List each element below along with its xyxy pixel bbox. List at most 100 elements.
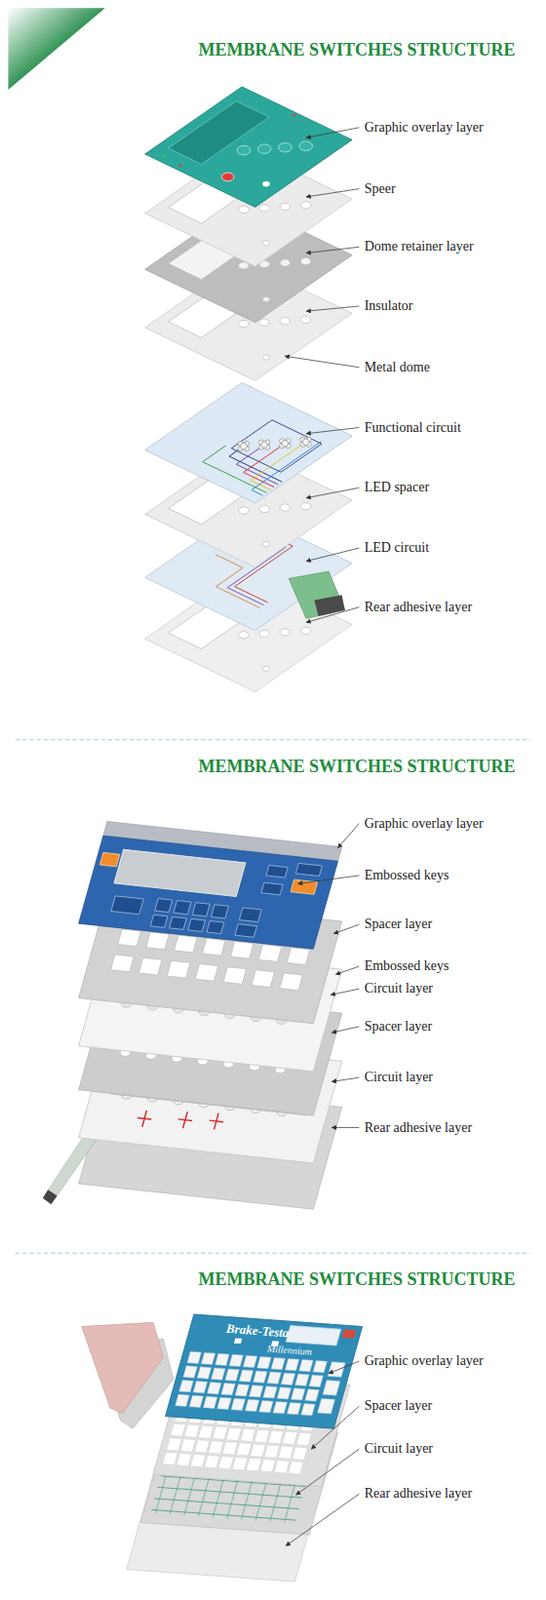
layer-label: Embossed keys <box>364 959 450 975</box>
overlay-key <box>278 142 293 153</box>
key-hole <box>279 316 290 324</box>
dome-center <box>240 442 248 450</box>
spacer-cutout <box>185 1425 199 1438</box>
key-cap <box>322 1380 341 1397</box>
key-hole <box>300 626 311 634</box>
key-cap <box>179 1379 194 1392</box>
illustration <box>42 86 363 1582</box>
leader-line <box>333 924 359 934</box>
display-window <box>114 849 246 897</box>
circuit-trace <box>154 1498 300 1510</box>
leader-line <box>306 428 359 434</box>
key-cap <box>244 1399 259 1411</box>
key-cap <box>225 1368 239 1381</box>
embossed-key <box>173 900 192 915</box>
key-cap <box>206 1382 221 1395</box>
key-hole <box>279 504 290 511</box>
overlay-hole <box>262 181 270 187</box>
hole <box>262 542 270 547</box>
resistor-mark <box>137 1118 152 1121</box>
key-hole <box>300 315 311 323</box>
overlay-key <box>257 144 272 155</box>
spacer-cutout <box>166 960 191 978</box>
key-cap <box>221 1383 235 1396</box>
key-hole <box>238 319 249 327</box>
spacer-cutout <box>230 940 254 959</box>
overlay-key <box>299 141 313 152</box>
key-cap <box>263 1386 277 1399</box>
spacer-cutout <box>258 944 282 963</box>
key-hole <box>279 628 290 636</box>
spacer-cutout <box>265 1444 279 1457</box>
embossed-key <box>266 864 288 878</box>
layer-label: Metal dome <box>364 359 430 375</box>
spacer-cutout <box>170 1423 185 1436</box>
key-cap <box>187 1351 201 1364</box>
layer-label: Speer <box>364 181 396 196</box>
key-hole <box>300 201 311 209</box>
flex-tail <box>288 571 346 619</box>
display-window <box>168 101 271 165</box>
key-cap <box>234 1384 249 1397</box>
spacer-cutout <box>233 1457 247 1470</box>
layer-label: Graphic overlay layer <box>364 1354 484 1369</box>
spacer-cutout <box>177 1453 192 1466</box>
leader-lines <box>284 127 359 1547</box>
embossed-key <box>150 914 168 928</box>
spacer-cutout <box>279 973 304 991</box>
key-cap <box>189 1395 203 1407</box>
spacer-cutout <box>223 1442 237 1454</box>
circuit-trace <box>151 1509 297 1521</box>
circuit-trace <box>251 441 322 496</box>
embossed-key <box>99 852 119 866</box>
embossed-key <box>192 902 210 917</box>
leader-line <box>306 306 359 312</box>
key-cap <box>301 1403 315 1415</box>
led-dot <box>179 164 183 167</box>
spacer-cutout <box>292 1446 307 1459</box>
layer-label: Circuit layer <box>364 981 433 997</box>
circuit-trace <box>250 441 307 490</box>
section-heading: MEMBRANE SWITCHES STRUCTURE <box>198 1270 516 1290</box>
key-cap <box>253 1370 268 1383</box>
key-cap <box>317 1398 336 1414</box>
corner-triangle <box>7 7 105 90</box>
spacer-cutout <box>251 970 275 988</box>
red-button <box>221 172 234 182</box>
layer-label: LED spacer <box>364 480 429 496</box>
key-cap <box>242 1355 257 1367</box>
key-cap <box>271 1357 285 1369</box>
key-hole <box>238 631 249 639</box>
key-hole <box>238 507 249 514</box>
key-cap <box>202 1396 217 1408</box>
leader-line <box>311 1405 359 1449</box>
layer-label: Embossed keys <box>364 867 450 883</box>
layer-label: LED circuit <box>364 540 429 555</box>
leader-line <box>306 127 359 138</box>
leader-line <box>284 355 359 368</box>
spacer-cutout <box>286 947 311 966</box>
key-cap <box>229 1354 243 1366</box>
spacer-cutout <box>296 1433 311 1445</box>
spacer-cutout <box>181 1439 195 1451</box>
overlay-key <box>236 145 251 156</box>
metal-dome <box>237 441 249 452</box>
dome-center <box>281 439 289 447</box>
key-hole <box>300 503 311 510</box>
key-cap <box>276 1387 291 1400</box>
key-cap <box>257 1356 272 1368</box>
embossed-key <box>234 924 258 938</box>
flex-tail <box>81 1322 164 1413</box>
layer-label: Dome retainer layer <box>364 239 474 255</box>
key-cap <box>309 1374 323 1387</box>
embossed-key <box>295 862 322 876</box>
spacer-cutout <box>246 1458 262 1471</box>
key-hole <box>238 205 249 213</box>
key-cap <box>175 1394 190 1406</box>
key-cap <box>284 1358 299 1370</box>
key-cap <box>238 1369 253 1382</box>
key-cap <box>286 1402 301 1414</box>
embossed-key <box>210 904 229 919</box>
spacer-cutout <box>174 935 198 953</box>
spacer-cutout <box>204 1455 219 1468</box>
